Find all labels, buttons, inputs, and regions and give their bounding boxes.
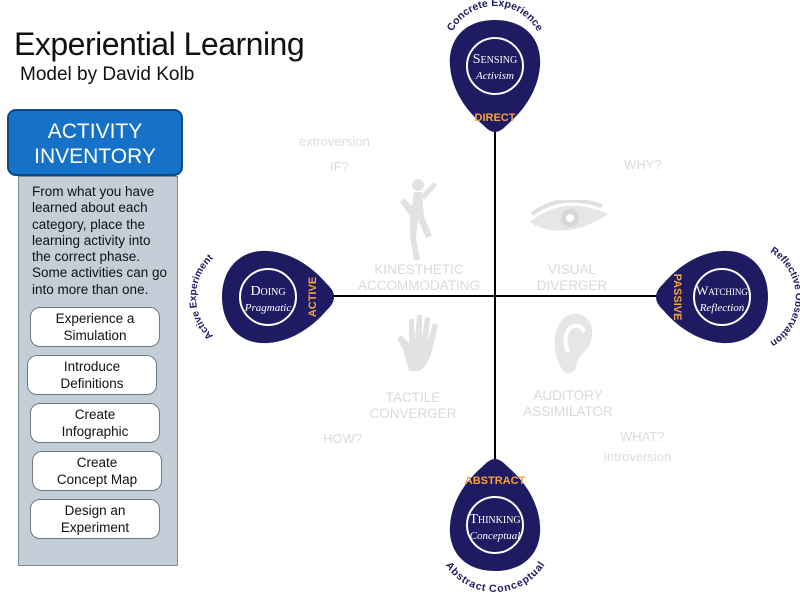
doing-sub: Pragmatic	[244, 302, 292, 314]
activity-line2: Definitions	[60, 376, 124, 391]
sensing-tag: DIRECT	[475, 112, 516, 124]
quadrant-line2: ACCOMMODATING	[358, 278, 480, 293]
watching-arc-label: Reflective Observation	[768, 245, 800, 348]
quadrant-visual: VISUAL DIVERGER	[492, 262, 652, 294]
activity-line1: Design an	[64, 503, 126, 518]
watching-tag: PASSIVE	[671, 274, 683, 321]
inventory-title-line2: INVENTORY	[34, 145, 156, 168]
activity-design-experiment[interactable]: Design an Experiment	[30, 499, 160, 539]
quadrant-line1: VISUAL	[547, 262, 597, 277]
quadrant-line1: KINESTHETIC	[374, 262, 464, 277]
activity-line2: Experiment	[60, 520, 130, 535]
label-how: HOW?	[323, 431, 362, 446]
quadrant-line1: AUDITORY	[533, 388, 603, 403]
page-title: Experiential Learning	[14, 26, 305, 62]
quadrant-tactile: TACTILE CONVERGER	[333, 390, 493, 422]
label-if: IF?	[330, 159, 349, 174]
activity-inventory-header: ACTIVITY INVENTORY	[7, 109, 183, 176]
svg-text:Active Experiment: Active Experiment	[188, 252, 216, 342]
activity-line1: Create	[74, 407, 116, 422]
doing-arc-label: Active Experiment	[188, 252, 216, 342]
sensing-title: Sensing	[473, 52, 517, 67]
thinking-sub: Conceptual	[470, 530, 521, 542]
eye-icon	[530, 200, 608, 231]
thinking-title: Thinking	[469, 512, 520, 527]
thinking-tag: ABSTRACT	[465, 475, 526, 487]
activity-line2: Simulation	[63, 328, 127, 343]
svg-text:Reflective Observation: Reflective Observation	[768, 245, 800, 348]
page-subtitle: Model by David Kolb	[20, 64, 195, 85]
inventory-title-line1: ACTIVITY	[47, 120, 143, 143]
label-what: WHAT?	[620, 429, 665, 444]
watching-title: Watching	[696, 283, 748, 298]
watching-sub: Reflection	[699, 302, 745, 314]
activity-line1: Create	[76, 455, 118, 470]
activity-line2: Infographic	[61, 424, 129, 439]
ear-icon	[554, 313, 593, 374]
label-why: WHY?	[624, 157, 662, 172]
badge-watching: Watching Reflection PASSIVE Reflective O…	[656, 245, 800, 349]
hand-icon	[397, 315, 438, 371]
badge-thinking: ABSTRACT Thinking Conceptual Abstract Co…	[443, 459, 547, 595]
vertical-axis	[494, 132, 496, 462]
quadrant-line1: TACTILE	[385, 390, 441, 405]
badge-sensing: Concrete Experience Sensing Activism DIR…	[445, 0, 545, 132]
inventory-instructions: From what you have learned about each ca…	[32, 184, 168, 297]
activity-line2: Concept Map	[56, 472, 138, 487]
activity-line1: Experience a	[55, 311, 135, 326]
label-extroversion: extroversion	[299, 134, 370, 149]
doing-tag: ACTIVE	[307, 277, 319, 317]
quadrant-line2: CONVERGER	[369, 406, 457, 421]
dancer-icon	[400, 179, 437, 260]
badge-doing: Active Experiment Doing Pragmatic ACTIVE	[188, 250, 334, 344]
activity-experience-simulation[interactable]: Experience a Simulation	[30, 307, 160, 347]
sensing-sub: Activism	[475, 70, 514, 82]
quadrant-line2: ASSIMILATOR	[523, 404, 613, 419]
quadrant-line2: DIVERGER	[536, 278, 608, 293]
horizontal-axis	[322, 295, 668, 297]
doing-title: Doing	[250, 284, 285, 299]
quadrant-kinesthetic: KINESTHETIC ACCOMMODATING	[339, 262, 499, 294]
quadrant-auditory: AUDITORY ASSIMILATOR	[488, 388, 648, 420]
activity-line1: Introduce	[63, 359, 121, 374]
label-introversion: introversion	[604, 449, 672, 464]
